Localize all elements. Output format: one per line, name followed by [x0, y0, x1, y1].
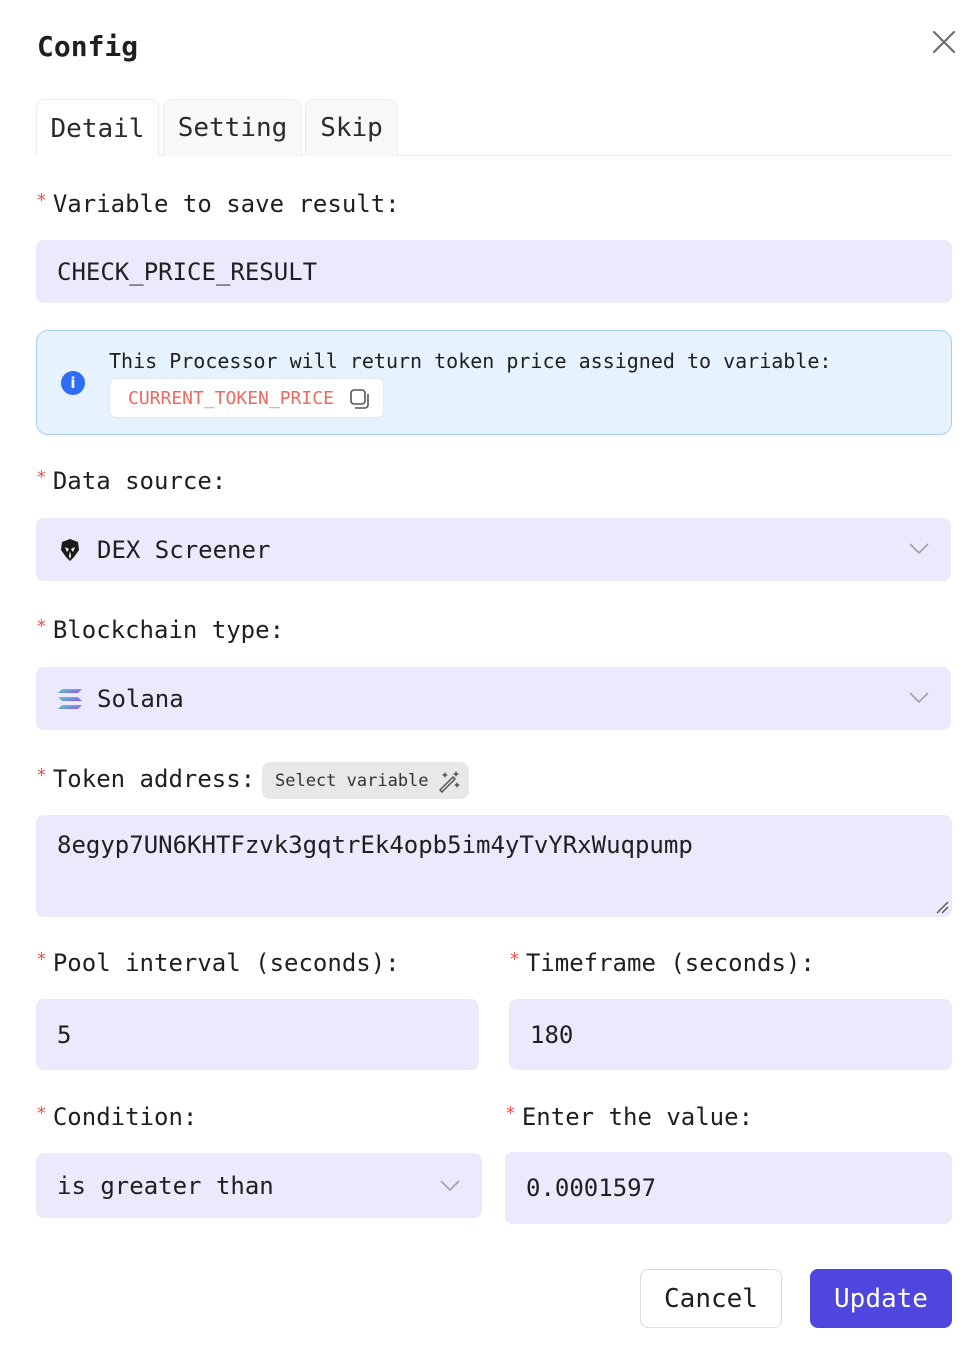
output-variable-name: CURRENT_TOKEN_PRICE [128, 387, 334, 409]
compare-value-input[interactable]: 0.0001597 [505, 1152, 952, 1224]
condition-label: *Condition: [36, 1103, 198, 1131]
required-asterisk: * [36, 1103, 47, 1124]
solana-icon [57, 686, 83, 712]
token-address-textarea[interactable]: 8egyp7UN6KHTFzvk3gqtrEk4opb5im4yTvYRxWuq… [36, 815, 952, 917]
tab-detail[interactable]: Detail [36, 99, 159, 157]
tab-skip[interactable]: Skip [305, 99, 398, 156]
magic-wand-icon [438, 770, 460, 793]
close-icon[interactable] [930, 28, 958, 56]
resize-handle-icon[interactable] [935, 900, 949, 914]
select-variable-button[interactable]: Select variable [262, 762, 469, 799]
timeframe-label: *Timeframe (seconds): [509, 949, 815, 977]
required-asterisk: * [509, 949, 520, 970]
required-asterisk: * [36, 949, 47, 970]
data-source-label: *Data source: [36, 467, 227, 495]
chevron-down-icon [440, 1180, 460, 1192]
required-asterisk: * [36, 765, 47, 786]
dex-screener-icon [57, 537, 83, 563]
dialog-title: Config [37, 30, 139, 63]
timeframe-input[interactable]: 180 [509, 999, 952, 1070]
pool-interval-label: *Pool interval (seconds): [36, 949, 400, 977]
result-variable-input[interactable]: CHECK_PRICE_RESULT [36, 240, 952, 303]
chevron-down-icon [909, 543, 929, 555]
required-asterisk: * [36, 616, 47, 637]
info-icon: i [61, 371, 85, 395]
chevron-down-icon [909, 692, 929, 704]
blockchain-type-label: *Blockchain type: [36, 616, 285, 644]
tab-setting[interactable]: Setting [163, 99, 302, 156]
blockchain-type-select[interactable]: Solana [36, 667, 951, 730]
copy-icon[interactable] [349, 388, 371, 410]
compare-value-label: *Enter the value: [505, 1103, 754, 1131]
condition-select[interactable]: is greater than [36, 1153, 482, 1218]
required-asterisk: * [36, 467, 47, 488]
data-source-select[interactable]: DEX Screener [36, 518, 951, 581]
output-variable-chip: CURRENT_TOKEN_PRICE [109, 378, 384, 418]
result-variable-label: *Variable to save result: [36, 190, 400, 218]
token-address-label: *Token address: [36, 765, 256, 793]
update-button[interactable]: Update [810, 1269, 952, 1328]
required-asterisk: * [36, 190, 47, 211]
info-alert: i This Processor will return token price… [36, 330, 952, 435]
pool-interval-input[interactable]: 5 [36, 999, 479, 1070]
cancel-button[interactable]: Cancel [640, 1269, 782, 1328]
info-text: This Processor will return token price a… [109, 349, 832, 373]
required-asterisk: * [505, 1103, 516, 1124]
tab-bar: Detail Setting Skip [36, 99, 952, 157]
